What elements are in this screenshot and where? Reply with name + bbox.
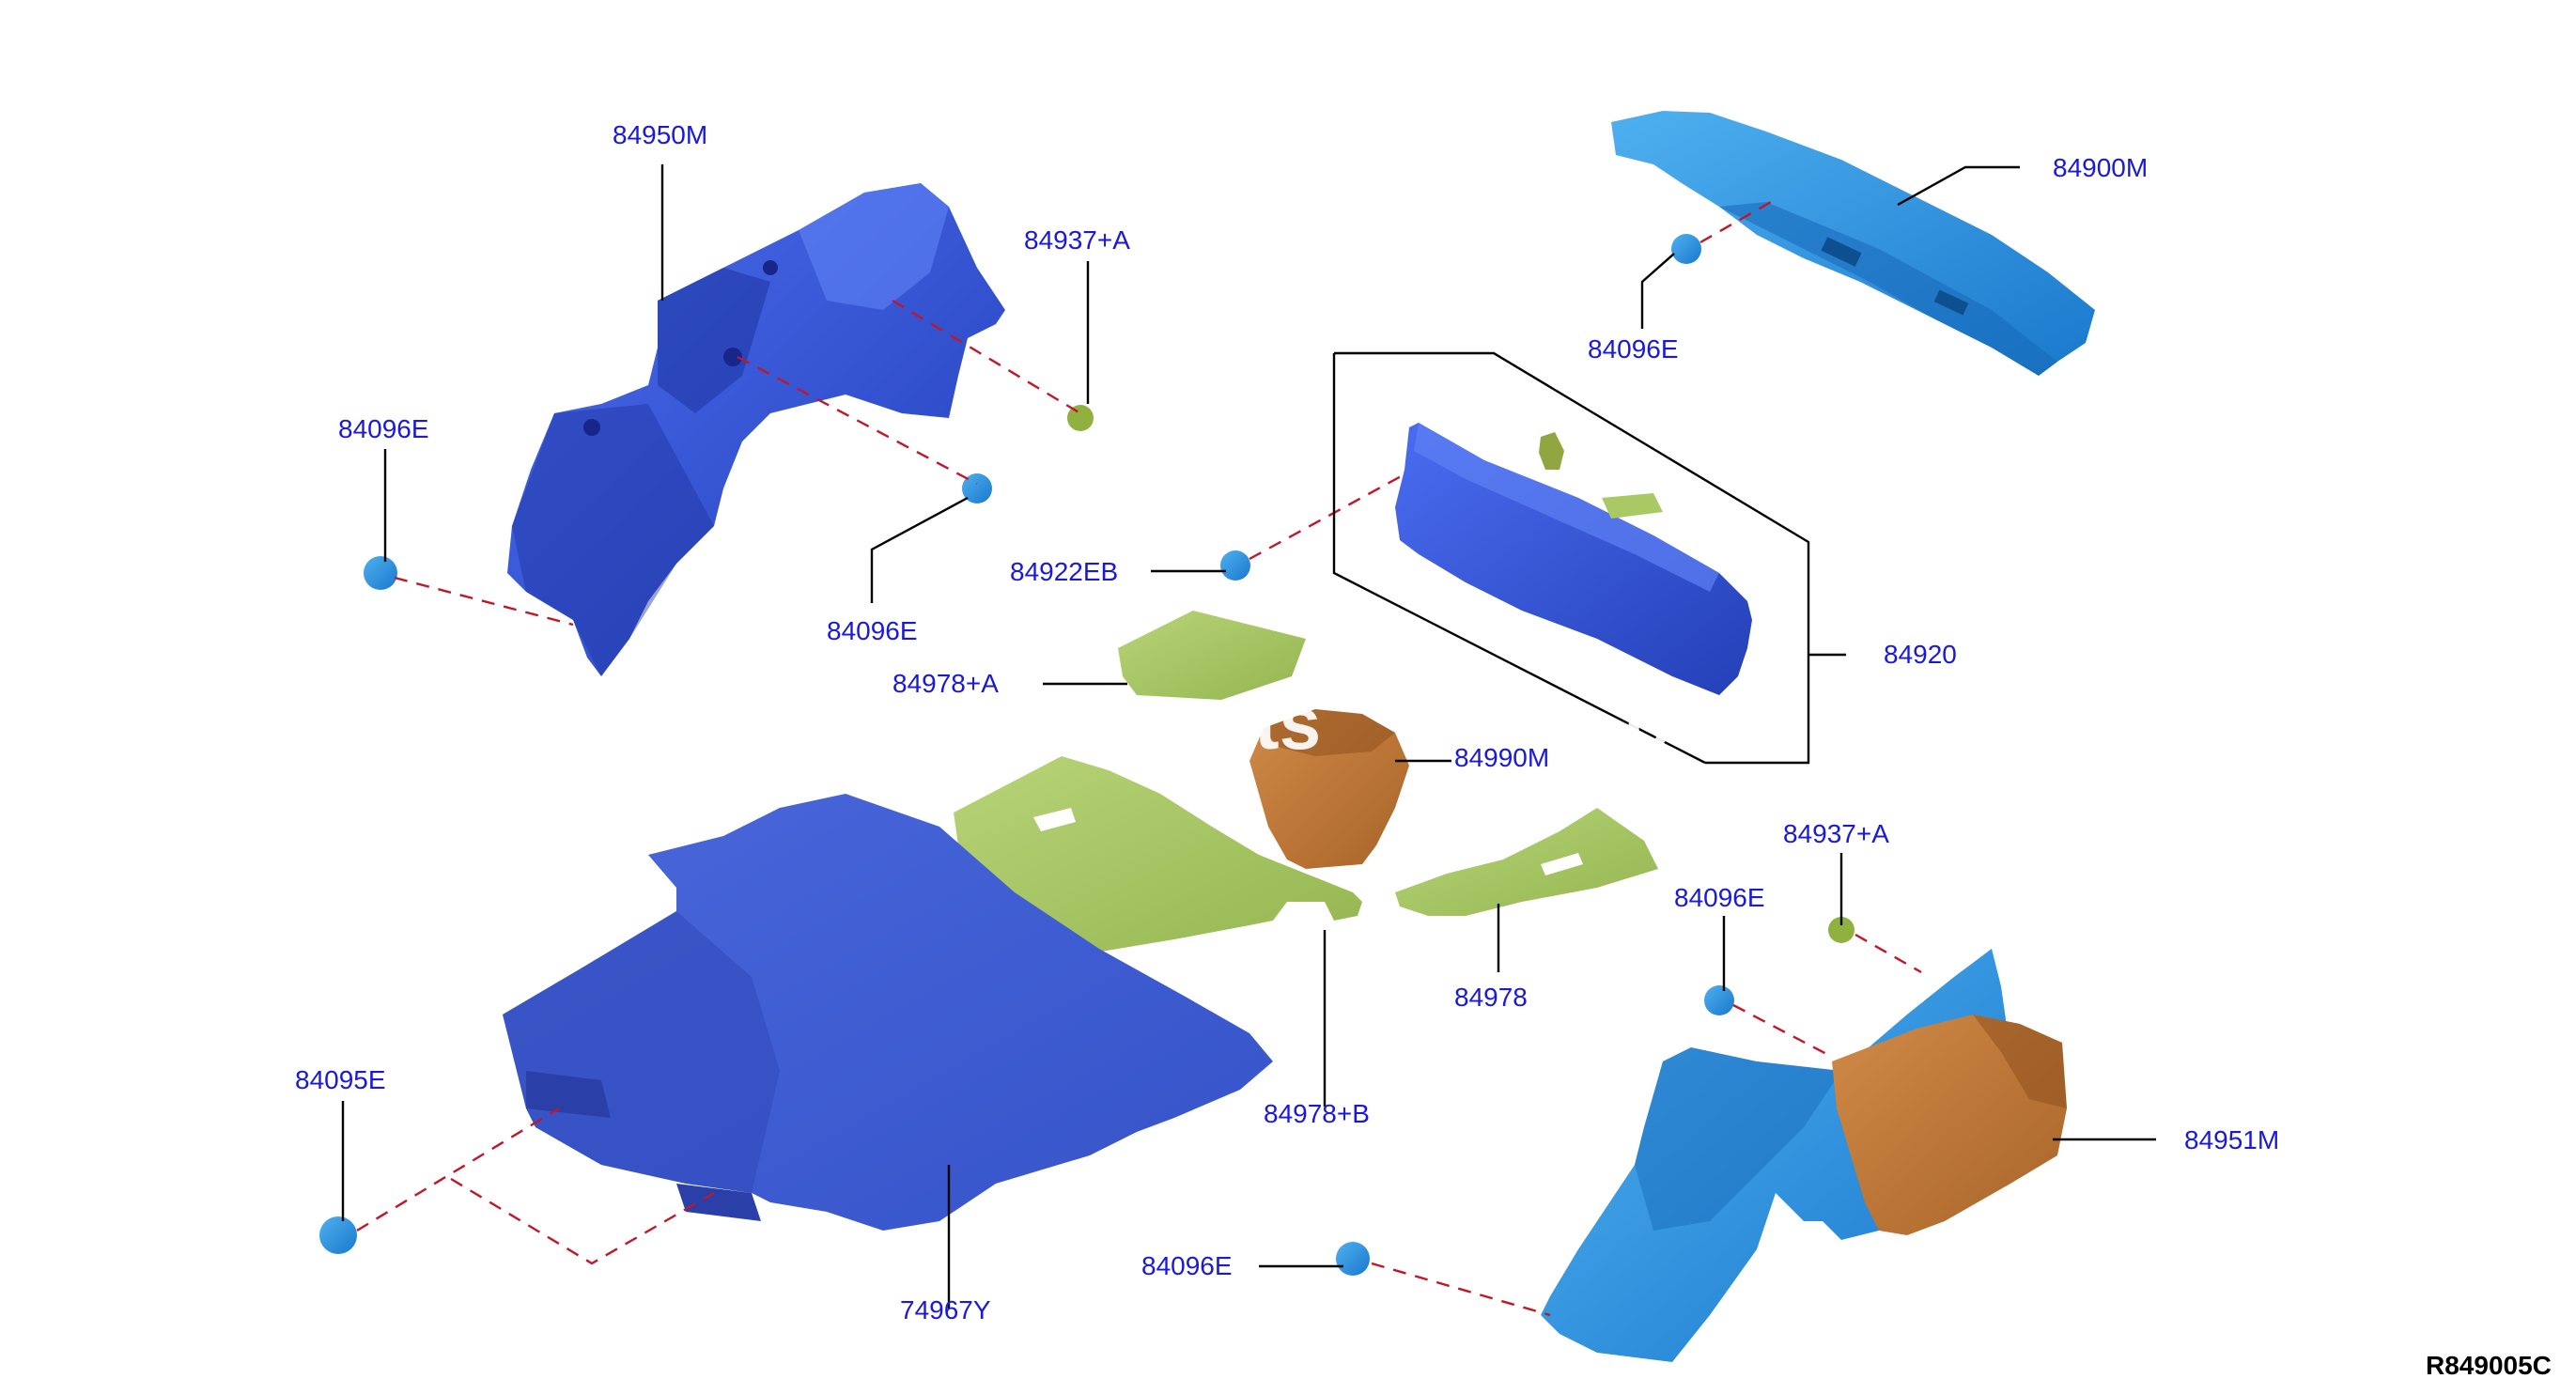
spare-box-part — [1249, 709, 1409, 869]
label-clip-right-a: 84096E — [1674, 883, 1765, 912]
label-clip-left-upper: 84937+A — [1024, 225, 1130, 255]
label-spacer-right: 84978 — [1454, 983, 1528, 1012]
clip-finisher-mark — [1220, 550, 1250, 581]
label-spacer-upper: 84978+A — [892, 669, 999, 698]
label-clip-finisher: 84922EB — [1010, 557, 1119, 586]
clip-floor-mark — [319, 1216, 357, 1254]
label-box-spare: 84990M — [1454, 743, 1550, 772]
leader-lines — [341, 164, 2156, 1309]
clip-left-upper-mark — [1067, 405, 1094, 431]
label-clip-right-b: 84096E — [1141, 1251, 1233, 1280]
spacer-left-part — [954, 756, 1362, 953]
label-finisher-assy: 84920 — [1884, 640, 1957, 669]
label-clip-floor: 84095E — [295, 1065, 386, 1094]
clip-left-b-mark — [962, 473, 992, 503]
spacer-upper-part — [1118, 611, 1306, 700]
clip-right-b-mark — [1336, 1242, 1370, 1276]
reference-code: R849005C — [2426, 1351, 2552, 1380]
assembly-dashed-lines — [356, 200, 1922, 1317]
watermark-fragment-ts: ts — [1254, 681, 1322, 765]
clip-left-a-mark — [364, 556, 397, 590]
label-clip-rear: 84096E — [1588, 334, 1679, 364]
label-trim-right: 84951M — [2184, 1125, 2280, 1154]
clip-right-upper-mark — [1828, 917, 1854, 943]
trim-right-part — [1541, 949, 2067, 1362]
finisher-assy-part — [1395, 423, 1752, 695]
clip-rear-mark — [1671, 234, 1701, 264]
trim-left-upper-part — [507, 183, 1005, 676]
label-clip-left-a: 84096E — [338, 414, 429, 443]
finisher-rear-part — [1611, 111, 2095, 376]
spacer-right-part — [1395, 808, 1658, 916]
label-trim-left-upper: 84950M — [613, 120, 708, 149]
label-clip-right-upper: 84937+A — [1783, 819, 1889, 848]
label-spacer-left: 84978+B — [1264, 1099, 1370, 1128]
fastener-clips — [319, 234, 1854, 1276]
label-finisher-rear: 84900M — [2053, 153, 2149, 182]
watermark-fragment-o: o — [1625, 681, 1671, 765]
floor-board-part — [503, 794, 1273, 1231]
watermark-fragment-p: P — [1125, 681, 1176, 765]
clip-right-a-mark — [1704, 985, 1734, 1015]
label-board-floor: 74967Y — [900, 1295, 991, 1324]
label-clip-left-b: 84096E — [827, 616, 918, 645]
